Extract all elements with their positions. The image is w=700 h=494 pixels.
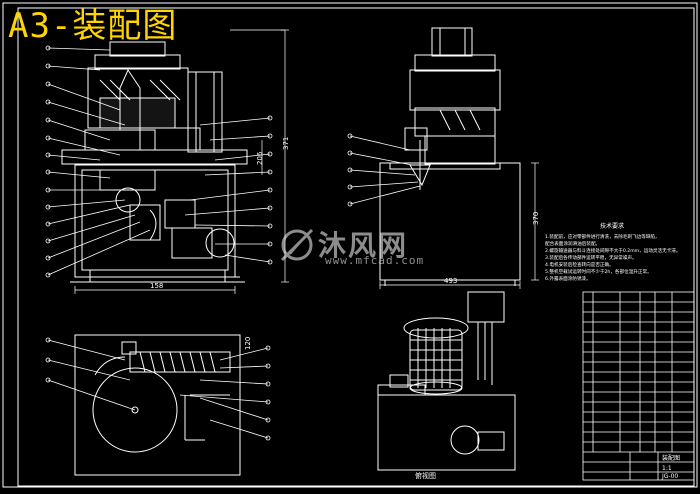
dim-front-height: 371	[282, 137, 290, 150]
note-line: 2.螺旋输送器与料斗连接处间隙不大于0.2mm，运动灵活无卡滞。	[545, 247, 681, 254]
front-view-leader-lines-left	[45, 45, 151, 278]
note-line: 5.整机空载试运转时间不少于2h，各部位温升正常。	[545, 268, 652, 275]
side-view-leader-lines	[347, 133, 421, 207]
dim-side-width: 493	[444, 277, 457, 285]
watermark-text: 沐风网	[318, 229, 409, 262]
plan-view	[74, 334, 241, 476]
title-block	[582, 291, 695, 481]
watermark-logo-icon	[280, 228, 314, 262]
notes-heading: 技术要求	[600, 222, 624, 230]
side-view-dimensions	[379, 162, 539, 289]
dim-plan-right: 120	[244, 337, 252, 350]
title-block-name: 装配图	[662, 454, 680, 462]
front-view	[61, 41, 248, 283]
watermark-url: www.mfcad.com	[325, 254, 425, 267]
note-line: 1.装配前，应对零部件进行清洗，去除毛刺飞边等缺陷，	[545, 233, 660, 240]
dim-front-width: 158	[150, 282, 163, 290]
front-view-leader-lines-right	[184, 115, 273, 265]
sheet-outer-border	[2, 2, 698, 488]
isometric-view	[377, 291, 516, 471]
plan-view-leader-lines	[45, 337, 271, 441]
iso-view-caption: 俯视图	[415, 471, 436, 480]
title-block-scale: 1:1	[662, 465, 672, 472]
dim-side-height: 370	[532, 212, 540, 225]
sheet-inner-border	[17, 7, 695, 487]
note-line: 3.装配后各传动部件运转平稳，无异常噪声。	[545, 254, 637, 261]
title-block-drawing-no: JG-00	[661, 473, 678, 480]
technical-notes: 技术要求 1.装配前，应对零部件进行清洗，去除毛刺飞边等缺陷， 配合表面涂润滑油…	[545, 222, 681, 282]
dim-front-small: 206	[256, 151, 264, 165]
sheet-size-tag: A3-装配图	[8, 6, 178, 46]
note-line: 4.电机安装后检查转向是否正确。	[545, 261, 614, 268]
note-line: 配合表面涂润滑油后装配。	[545, 240, 600, 247]
note-line: 6.外露表面涂防锈漆。	[545, 275, 591, 282]
